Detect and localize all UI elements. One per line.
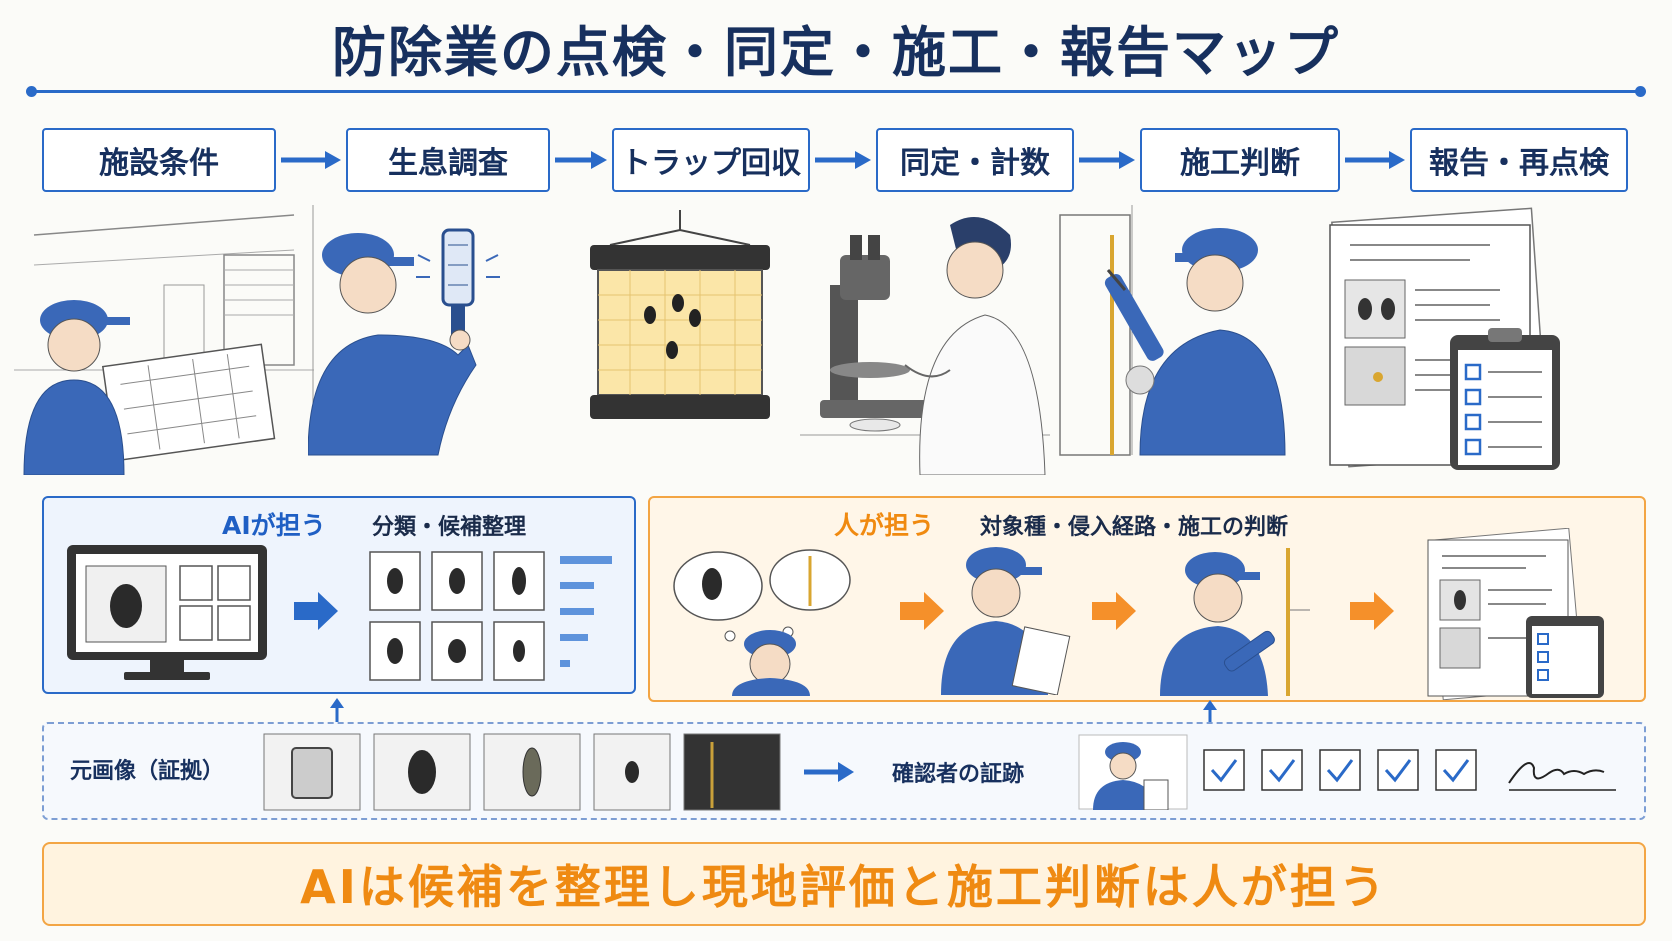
signature-mark	[1508, 762, 1616, 791]
arrow-right-icon	[1350, 592, 1394, 630]
recording-worker-illustration	[941, 547, 1071, 695]
ai-section-description: 分類・候補整理	[372, 515, 527, 540]
source-image-thumbnails	[263, 733, 781, 811]
title-divider	[26, 86, 1646, 97]
step-report-reinspection: 報告・再点検	[1410, 128, 1628, 192]
final-report-illustration	[1427, 528, 1604, 700]
page-title: 防除業の点検・同定・施工・報告マップ	[332, 21, 1340, 84]
step-treatment-decision: 施工判断	[1140, 128, 1340, 192]
confirmer-thumbnail	[1078, 734, 1188, 810]
arrow-right-icon	[804, 762, 854, 782]
flow-arrow-icon	[555, 151, 607, 169]
step-trap-collection: トラップ回収	[612, 128, 810, 192]
confirmation-checkboxes	[1203, 749, 1477, 791]
confirmer-trail-label: 確認者の証跡	[892, 762, 1025, 787]
sticky-trap-illustration	[590, 210, 770, 419]
arrow-right-icon	[900, 592, 944, 630]
flow-arrow-icon	[1079, 151, 1135, 169]
summary-banner: AIは候補を整理し現地評価と施工判断は人が担う	[42, 842, 1646, 926]
thinking-worker-illustration	[673, 549, 851, 696]
sealing-worker-illustration	[1160, 548, 1310, 696]
confidence-bars	[560, 556, 612, 667]
step-habitat-survey: 生息調査	[346, 128, 550, 192]
connector-up-arrow-icon	[1203, 700, 1217, 724]
ai-section-label: AIが担う	[222, 511, 326, 540]
arrow-right-icon	[294, 592, 338, 630]
report-documents-illustration	[1329, 207, 1560, 470]
microscope-scientist-illustration	[800, 217, 1050, 475]
connector-up-arrow-icon	[330, 698, 344, 724]
flow-arrow-icon	[281, 151, 341, 169]
human-section-label: 人が担う	[834, 511, 935, 540]
step-identification-count: 同定・計数	[876, 128, 1074, 192]
survey-worker-illustration	[308, 205, 500, 456]
arrow-right-icon	[1092, 592, 1136, 630]
step-facility-conditions: 施設条件	[42, 128, 276, 192]
treatment-worker-illustration	[1059, 205, 1286, 456]
ai-monitor-illustration	[67, 545, 267, 680]
source-images-label: 元画像（証拠）	[70, 759, 225, 784]
flow-arrow-icon	[815, 151, 871, 169]
human-section-description: 対象種・侵入経路・施工の判断	[980, 515, 1289, 540]
facility-worker-illustration	[14, 214, 314, 475]
flow-arrow-icon	[1345, 151, 1405, 169]
classified-candidates-grid	[369, 551, 545, 681]
